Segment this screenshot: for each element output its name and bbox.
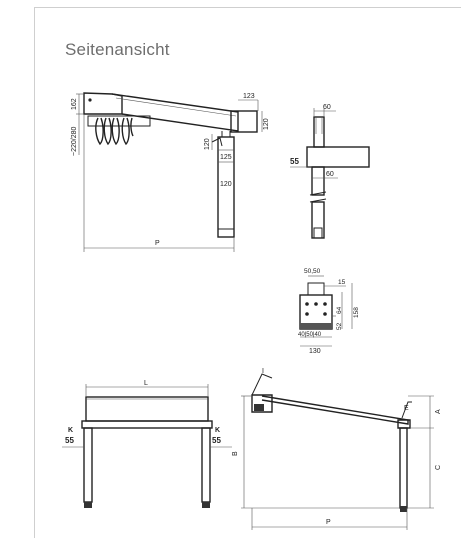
dim-15: 15 <box>338 279 346 286</box>
dim-162: 162 <box>71 98 78 110</box>
bracket-hole <box>323 302 327 306</box>
dim-60-top: 60 <box>323 104 331 111</box>
dim-p-side: P <box>326 519 331 526</box>
side-view: I B A C E P <box>232 368 442 530</box>
dim-120-right: 120 <box>263 118 270 130</box>
front-view: L K 55 K 55 <box>62 380 232 508</box>
bracket-hole <box>305 302 309 306</box>
beam-section <box>306 146 370 168</box>
dim-b: B <box>232 451 239 456</box>
wall-bracket <box>83 92 123 115</box>
dim-55-left: 55 <box>65 436 74 445</box>
bracket-hole <box>314 302 318 306</box>
label-k-left: K <box>68 427 73 434</box>
dim-p-detail: P <box>155 240 160 247</box>
post-top-section <box>313 116 325 148</box>
rafter-beam <box>111 93 239 132</box>
dim-120-post-top: 120 <box>204 138 211 150</box>
side-roof <box>261 395 409 425</box>
bracket-hole <box>323 312 327 316</box>
gutter-box <box>230 110 258 133</box>
wall-mount <box>251 394 273 413</box>
front-left-post <box>83 427 93 503</box>
bracket-screw <box>88 98 92 102</box>
dim-i: I <box>262 368 264 375</box>
dim-125: 125 <box>220 154 232 161</box>
dim-120-post: 120 <box>220 181 232 188</box>
dim-123: 123 <box>243 93 255 100</box>
dim-60-bottom: 60 <box>326 171 334 178</box>
section-detail: 60 55 60 <box>290 104 370 239</box>
dim-a: A <box>435 409 442 414</box>
page-frame <box>34 7 461 538</box>
dim-55-right: 55 <box>212 436 221 445</box>
label-k-right: K <box>215 427 220 434</box>
dim-c: C <box>435 465 442 470</box>
dim-40-50-40: 40|50|40 <box>298 332 322 338</box>
post-section <box>311 166 325 196</box>
dim-e: E <box>404 405 409 412</box>
dim-55: 55 <box>290 157 299 166</box>
dim-52: 52 <box>336 322 343 330</box>
bracket-hole <box>305 312 309 316</box>
front-right-post <box>201 427 211 503</box>
bracket-foot <box>300 323 332 329</box>
dim-130: 130 <box>309 348 321 355</box>
bracket-detail: 50,50 15 64 158 52 40|50|40 130 <box>298 268 360 355</box>
front-beam <box>81 420 213 429</box>
dim-50-50: 50,50 <box>304 268 321 275</box>
dim-64: 64 <box>336 306 343 314</box>
dim-220-280: ~220/280 <box>71 127 78 156</box>
front-gutter <box>85 396 209 422</box>
page-title: Seitenansicht <box>65 40 170 59</box>
dim-l: L <box>144 380 148 387</box>
dim-158: 158 <box>353 307 360 318</box>
side-post <box>399 427 408 509</box>
hanging-clamps <box>87 115 151 146</box>
side-detail: 162 ~220/280 123 120 120 125 120 P <box>71 92 270 252</box>
